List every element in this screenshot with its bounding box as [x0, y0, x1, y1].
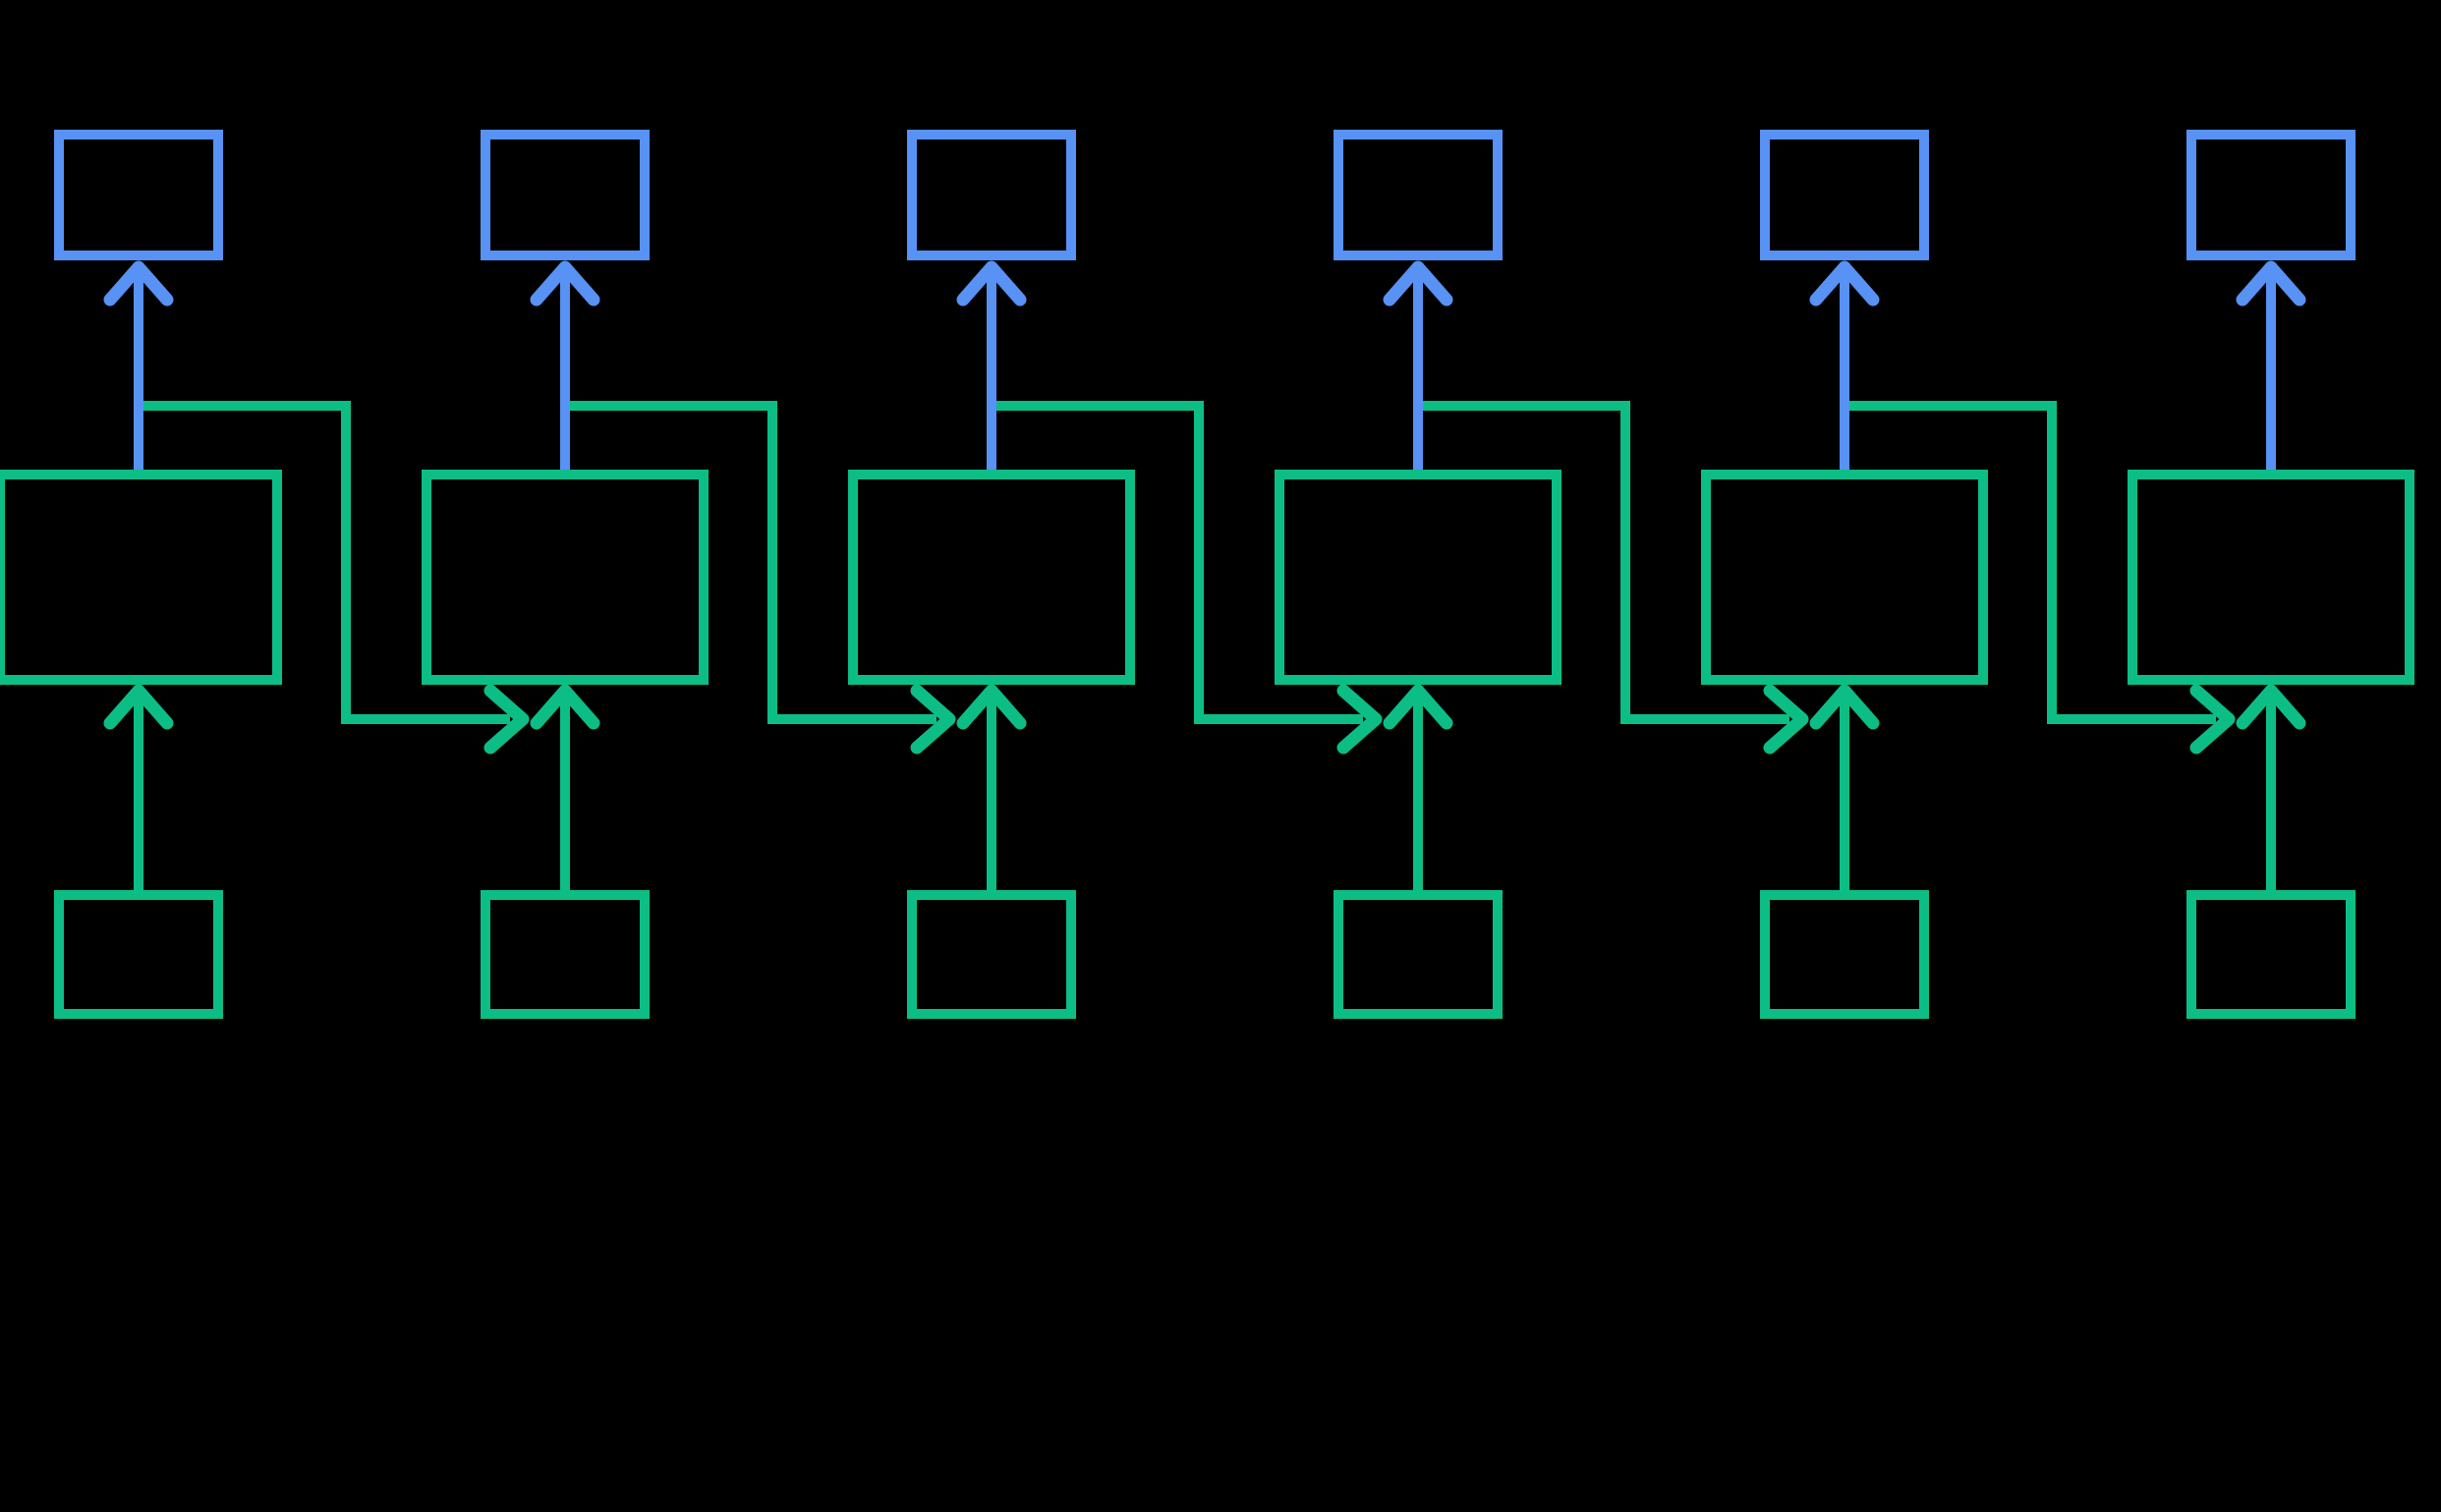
cell-box-3: [848, 470, 1135, 685]
cell-box-6: [2128, 470, 2414, 685]
recurrent-link-5: [1845, 401, 2216, 724]
input-arrowhead-5: [1809, 684, 1880, 730]
recurrent-link-1: [139, 401, 510, 724]
cell-box-5: [1701, 470, 1988, 685]
output-arrowhead-4: [1383, 260, 1453, 307]
output-box-2: [481, 130, 650, 260]
input-box-5: [1760, 890, 1929, 1019]
input-box-4: [1334, 890, 1503, 1019]
recurrent-link-4: [1418, 401, 1789, 724]
output-arrowhead-1: [103, 260, 174, 307]
input-box-1: [54, 890, 223, 1019]
recurrent-link-arrowhead-5: [2189, 684, 2236, 755]
input-box-3: [907, 890, 1076, 1019]
output-box-4: [1334, 130, 1503, 260]
output-arrowhead-3: [956, 260, 1027, 307]
recurrent-link-3: [992, 401, 1363, 724]
output-box-5: [1760, 130, 1929, 260]
output-arrowhead-6: [2236, 260, 2306, 307]
cell-box-4: [1275, 470, 1561, 685]
cell-box-2: [422, 470, 709, 685]
input-box-2: [481, 890, 650, 1019]
recurrent-link-arrowhead-3: [1336, 684, 1383, 755]
input-arrowhead-6: [2236, 684, 2306, 730]
recurrent-link-arrowhead-4: [1763, 684, 1809, 755]
recurrent-link-2: [565, 401, 937, 724]
recurrent-link-arrowhead-1: [483, 684, 530, 755]
input-box-6: [2186, 890, 2356, 1019]
output-box-3: [907, 130, 1076, 260]
output-arrowhead-2: [530, 260, 600, 307]
cell-box-1: [0, 470, 282, 685]
input-arrowhead-4: [1383, 684, 1453, 730]
output-box-6: [2186, 130, 2356, 260]
input-arrowhead-3: [956, 684, 1027, 730]
input-arrowhead-1: [103, 684, 174, 730]
output-arrowhead-5: [1809, 260, 1880, 307]
output-box-1: [54, 130, 223, 260]
recurrent-link-arrowhead-2: [910, 684, 956, 755]
input-arrowhead-2: [530, 684, 600, 730]
